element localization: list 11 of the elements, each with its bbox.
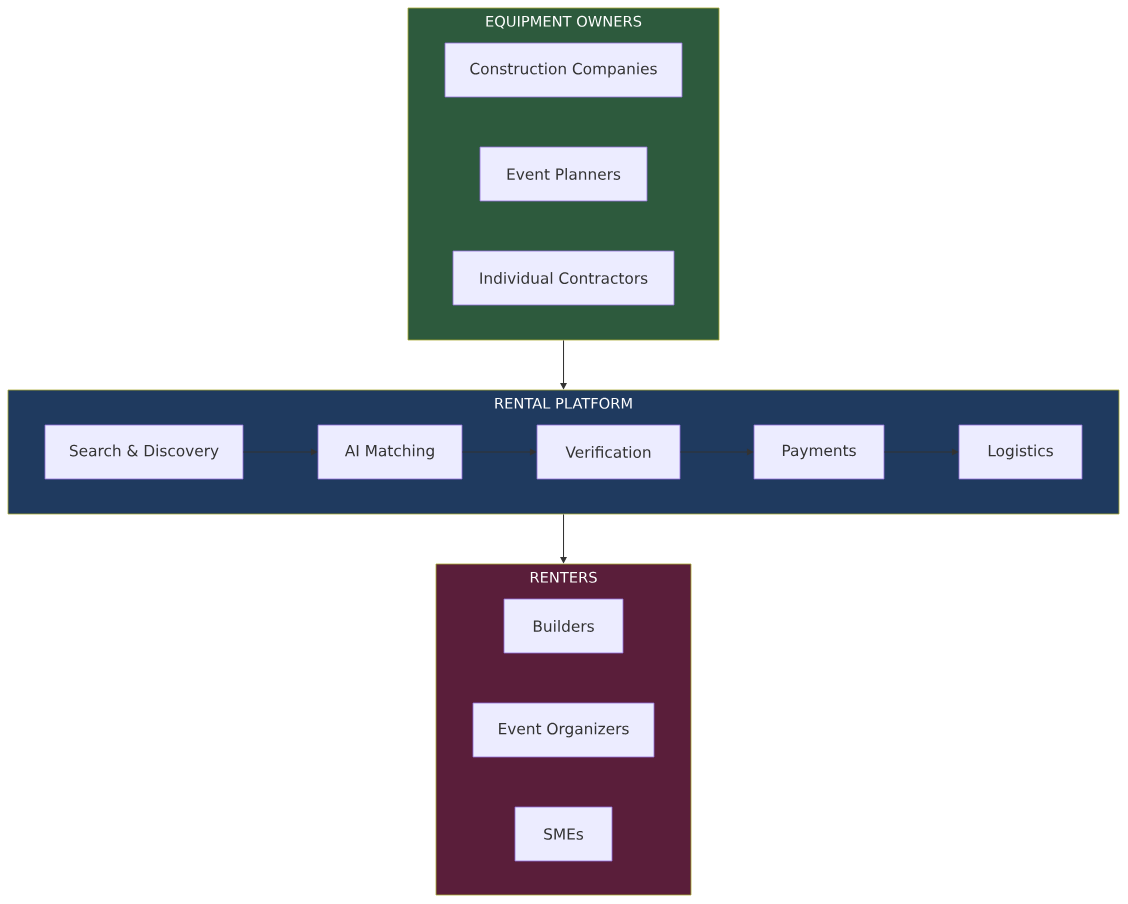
process-box: Event Organizers [472, 702, 655, 758]
process-box: Individual Contractors [452, 250, 675, 306]
process-box: Construction Companies [444, 42, 683, 98]
process-box: Search & Discovery [44, 424, 244, 480]
process-box: SMEs [514, 806, 613, 862]
process-box: Logistics [958, 424, 1083, 480]
process-box: Payments [753, 424, 885, 480]
process-box: Event Planners [479, 146, 648, 202]
process-box: AI Matching [317, 424, 463, 480]
process-box: Builders [503, 598, 624, 654]
process-box: Verification [536, 424, 681, 480]
